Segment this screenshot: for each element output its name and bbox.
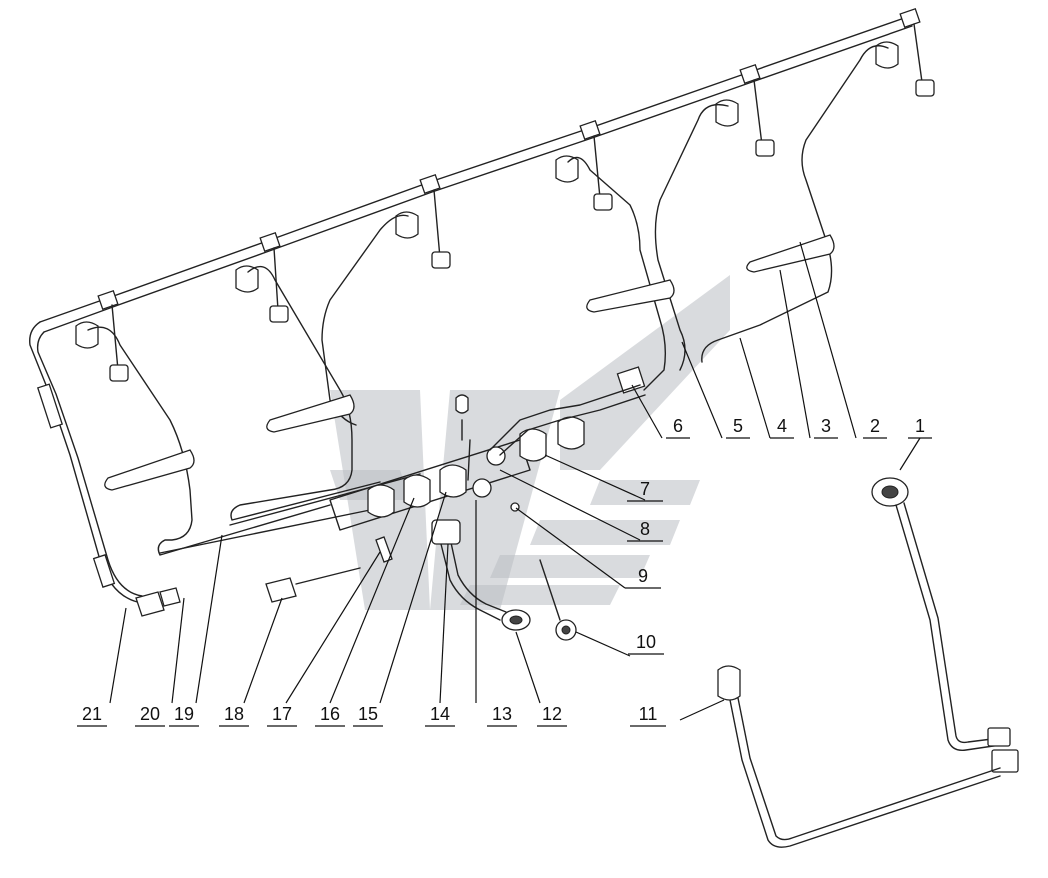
callout-4: 4 (770, 416, 794, 439)
callout-label: 11 (639, 704, 658, 724)
callout-15: 15 (353, 704, 383, 727)
callout-16: 16 (315, 704, 345, 727)
callout-label: 5 (733, 416, 743, 436)
callout-8: 8 (627, 519, 663, 542)
callout-1: 1 (908, 416, 932, 439)
injector-nuts (75, 41, 899, 349)
callout-17: 17 (267, 704, 297, 727)
callout-label: 13 (492, 704, 512, 724)
callout-9: 9 (625, 566, 661, 589)
callout-12: 12 (537, 704, 567, 727)
callout-label: 2 (870, 416, 880, 436)
callout-6: 6 (666, 416, 690, 439)
callout-label: 10 (636, 632, 656, 652)
separate-fuel-line (717, 477, 1019, 848)
return-line (29, 7, 935, 604)
callout-2: 2 (863, 416, 887, 439)
callout-label: 4 (777, 416, 787, 436)
callout-label: 20 (140, 704, 160, 724)
callout-label: 3 (821, 416, 831, 436)
callout-5: 5 (726, 416, 750, 439)
callout-11: 11 (630, 704, 666, 727)
callout-7: 7 (627, 479, 663, 502)
callout-label: 8 (640, 519, 650, 539)
callout-label: 21 (82, 704, 102, 724)
callout-14: 14 (425, 704, 455, 727)
fuel-pump-fittings (135, 384, 646, 641)
clamps (104, 234, 835, 491)
callout-18: 18 (219, 704, 249, 727)
callout-label: 14 (430, 704, 450, 724)
callout-label: 18 (224, 704, 244, 724)
callout-label: 16 (320, 704, 340, 724)
callout-20: 20 (135, 704, 165, 727)
callout-13: 13 (487, 704, 517, 727)
callout-10: 10 (628, 632, 664, 655)
callout-21: 21 (77, 704, 107, 727)
callout-label: 17 (272, 704, 292, 724)
callout-label: 9 (638, 566, 648, 586)
callout-label: 12 (542, 704, 562, 724)
callout-label: 1 (915, 416, 925, 436)
callout-19: 19 (169, 704, 199, 727)
leader-lines (109, 241, 921, 721)
callout-label: 7 (640, 479, 650, 499)
callout-label: 6 (673, 416, 683, 436)
callout-label: 19 (174, 704, 194, 724)
callout-label: 15 (358, 704, 378, 724)
callout-3: 3 (814, 416, 838, 439)
